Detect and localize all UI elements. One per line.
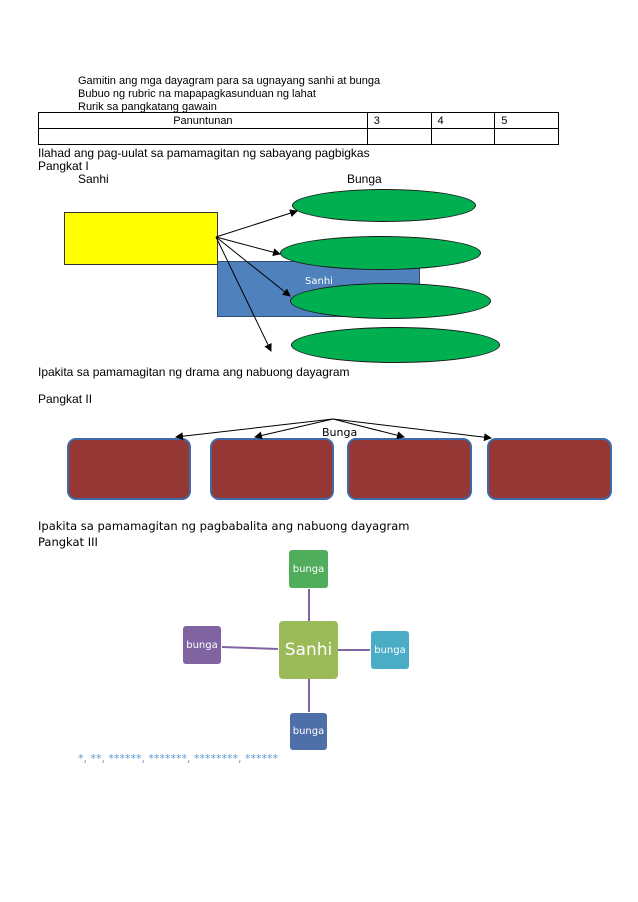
footer-marks: *, **, ******, *******, ********, ****** [78,752,278,765]
group3-node-top-label: bunga [292,563,325,575]
group3-node-bottom-label: bunga [292,726,325,737]
rubric-cell [38,128,368,145]
group2-arrow-1 [175,418,334,441]
group2-effect-box-2 [210,438,334,500]
group3-title: Pangkat III [38,535,98,549]
group3-connector-left [221,646,279,650]
group3-connectors [221,589,370,712]
group1-arrow-4 [215,236,272,352]
group2-arrows [175,418,492,442]
group1-bunga-label: Bunga [347,172,382,186]
group2-arrow-3 [332,418,405,440]
group1-effect-ellipse-1 [292,189,476,222]
intro-line-2: Bubuo ng rubric na mapapagkasunduan ng l… [78,88,316,100]
rubric-table: Panuntunan 3 4 5 [38,112,559,145]
group1-arrow-2 [215,236,281,257]
rubric-cell [494,128,559,145]
group2-effect-box-4 [487,438,612,500]
group3-node-right: bunga [371,631,409,669]
group1-arrow-3 [215,236,291,297]
group3-node-center: Sanhi [279,621,338,679]
group1-cause-box [64,212,218,265]
group3-node-top: bunga [289,550,328,588]
group1-effect-ellipse-4 [291,327,500,363]
group2-title: Pangkat II [38,392,93,406]
group3-instruction: Ipakita sa pamamagitan ng pagbabalita an… [38,519,410,533]
group3-node-right-label: bunga [374,644,406,656]
group2-instruction: Ipakita sa pamamagitan ng drama ang nabu… [38,365,350,379]
group1-arrow-1 [215,209,298,238]
group1-box-label: Sanhi [305,276,333,287]
rubric-empty-row [38,128,559,145]
group2-bunga-label: Bunga [322,426,358,439]
group3-node-left-label: bunga [186,639,218,651]
group2-effect-box-1 [67,438,191,500]
group2-arrow-2 [254,418,334,440]
group1-effect-ellipse-3 [290,283,491,319]
intro-line-1: Gamitin ang mga dayagram para sa ugnayan… [78,75,381,87]
group3-node-left: bunga [183,626,221,664]
group2-effect-box-3 [347,438,472,500]
group1-arrows [215,209,298,352]
group3-node-center-label: Sanhi [284,640,333,660]
group1-instruction: Ilahad ang pag-uulat sa pamamagitan ng s… [38,146,370,160]
group2-arrow-4 [332,418,492,442]
group1-sanhi-label: Sanhi [78,172,109,186]
group3-node-bottom: bunga [290,713,327,750]
group1-effect-ellipse-2 [280,236,481,270]
group1-title: Pangkat I [38,159,89,173]
intro-line-3: Rurik sa pangkatang gawain [78,101,217,113]
